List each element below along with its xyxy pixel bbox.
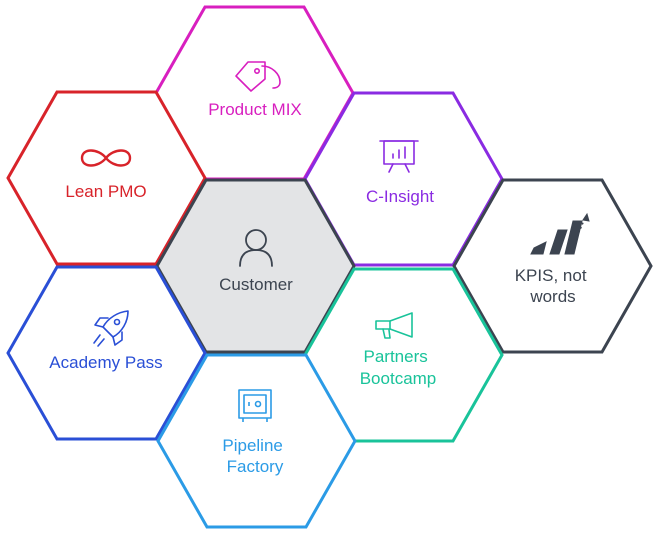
presentation-chart-icon xyxy=(379,140,419,173)
rising-arrow-head xyxy=(582,212,590,222)
hex-product-mix-label: Product MIX xyxy=(208,100,302,119)
hex-pipeline-factory-line-1: Pipeline xyxy=(222,436,283,455)
hex-partners-bootcamp-line-1: Partners xyxy=(364,347,428,366)
hex-lean-pmo[interactable]: Lean PMO xyxy=(6,90,207,266)
hex-lean-pmo-shape xyxy=(6,90,207,266)
rocket-icon xyxy=(93,310,129,347)
hex-pipeline-factory-shape xyxy=(156,353,357,529)
hex-academy-pass[interactable]: Academy Pass xyxy=(6,265,207,441)
tag-icon xyxy=(235,61,281,92)
hex-academy-pass-label: Academy Pass xyxy=(49,353,162,372)
hex-academy-pass-shape xyxy=(6,265,207,441)
hex-customer[interactable]: Customer xyxy=(155,178,356,354)
hex-pipeline-factory-label: Pipeline Factory xyxy=(222,436,287,476)
rising-bar-2 xyxy=(549,229,568,255)
person-icon xyxy=(239,229,273,267)
hex-c-insight[interactable]: C-Insight xyxy=(303,91,504,267)
hex-partners-bootcamp-label: Partners Bootcamp xyxy=(360,347,437,388)
hex-kpis-not-words-shape xyxy=(452,178,653,354)
hex-partners-bootcamp-line-2: Bootcamp xyxy=(360,369,437,388)
hex-lean-pmo-label: Lean PMO xyxy=(65,182,146,201)
safe-icon xyxy=(238,389,272,422)
megaphone-icon xyxy=(375,312,413,339)
rising-bar-3 xyxy=(564,220,583,255)
hex-kpis-not-words-label: KPIS, not words xyxy=(515,266,592,306)
infinity-icon xyxy=(80,149,132,167)
hex-kpis-not-words-line-2: words xyxy=(529,287,575,306)
hex-kpis-not-words[interactable]: KPIS, not words xyxy=(452,178,653,354)
hex-kpis-not-words-line-1: KPIS, not xyxy=(515,266,587,285)
hex-c-insight-label: C-Insight xyxy=(366,187,434,206)
hex-pipeline-factory[interactable]: Pipeline Factory xyxy=(156,353,357,529)
hex-customer-label: Customer xyxy=(219,275,293,294)
hex-pipeline-factory-line-2: Factory xyxy=(227,457,284,476)
hex-partners-bootcamp[interactable]: Partners Bootcamp xyxy=(303,267,504,443)
rising-bar-1 xyxy=(530,241,547,255)
rising-bars-icon xyxy=(530,212,590,255)
